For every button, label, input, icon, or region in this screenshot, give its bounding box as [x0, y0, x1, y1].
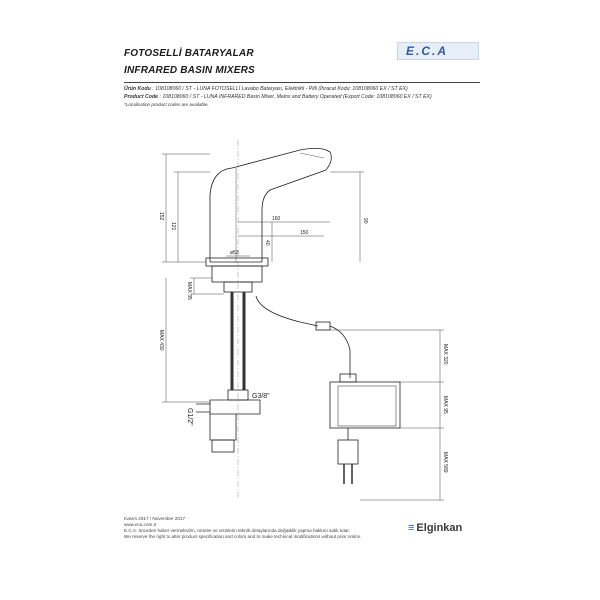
localisation-note: *Localisation product codes are availabl… — [124, 102, 209, 107]
product-code-en: Product Code : 108108060 / ST - LUNA INF… — [124, 94, 432, 100]
product-code-en-text: : 108108060 / ST - LUNA INFRARED Basin M… — [159, 94, 432, 100]
dim-max35: MAX 35 — [186, 282, 192, 300]
angle-valve — [209, 399, 261, 415]
dim-160: 160 — [272, 216, 281, 222]
dim-152: 152 — [158, 212, 164, 221]
power-plug — [337, 439, 359, 465]
header-divider — [124, 82, 480, 83]
dim-53: ø53 — [230, 250, 239, 256]
dim-150: 150 — [300, 230, 309, 236]
footer-note-tr: E.C.A. önceden haber vermeksizin, ürünle… — [124, 528, 350, 533]
dim-max430: MAX 430 — [158, 330, 164, 351]
product-code-tr-text: : 108108060 / ST - LUNA FOTOSELLİ Lavabo… — [152, 86, 408, 92]
dim-g12: G1/2" — [186, 408, 193, 426]
elginkan-brand-text: Elginkan — [416, 522, 463, 534]
dim-121: 121 — [170, 222, 176, 231]
dim-g38: G3/8" — [252, 393, 270, 400]
faucet-body — [209, 148, 332, 263]
elginkan-brand: ≡Elginkan — [408, 522, 462, 534]
product-code-tr: Ürün Kodu : 108108060 / ST - LUNA FOTOSE… — [124, 86, 408, 92]
control-box — [329, 381, 401, 429]
dim-40: 40 — [264, 240, 270, 246]
product-code-en-label: Product Code — [124, 94, 159, 100]
dim-max320: MAX 320 — [442, 344, 448, 365]
sensor-cable — [255, 295, 319, 327]
eca-logo: E.C.A — [397, 42, 479, 60]
elginkan-logo-icon: ≡ — [408, 522, 415, 534]
dim-max589: MAX 589 — [442, 452, 448, 473]
eca-logo-text: E.C.A — [406, 44, 449, 58]
title-english: INFRARED BASIN MIXERS — [124, 65, 255, 76]
footer-web[interactable]: www.eca.com.tr — [124, 522, 157, 527]
footer-note-en: We reserve the right to alter product sp… — [124, 534, 362, 539]
title-turkish: FOTOSELLİ BATARYALAR — [124, 48, 254, 59]
footer-date: Kasım 2017 / November 2017 — [124, 516, 186, 521]
dim-max95: MAX 95 — [442, 396, 448, 414]
dim-90: 90 — [362, 218, 368, 224]
product-code-tr-label: Ürün Kodu — [124, 86, 151, 92]
